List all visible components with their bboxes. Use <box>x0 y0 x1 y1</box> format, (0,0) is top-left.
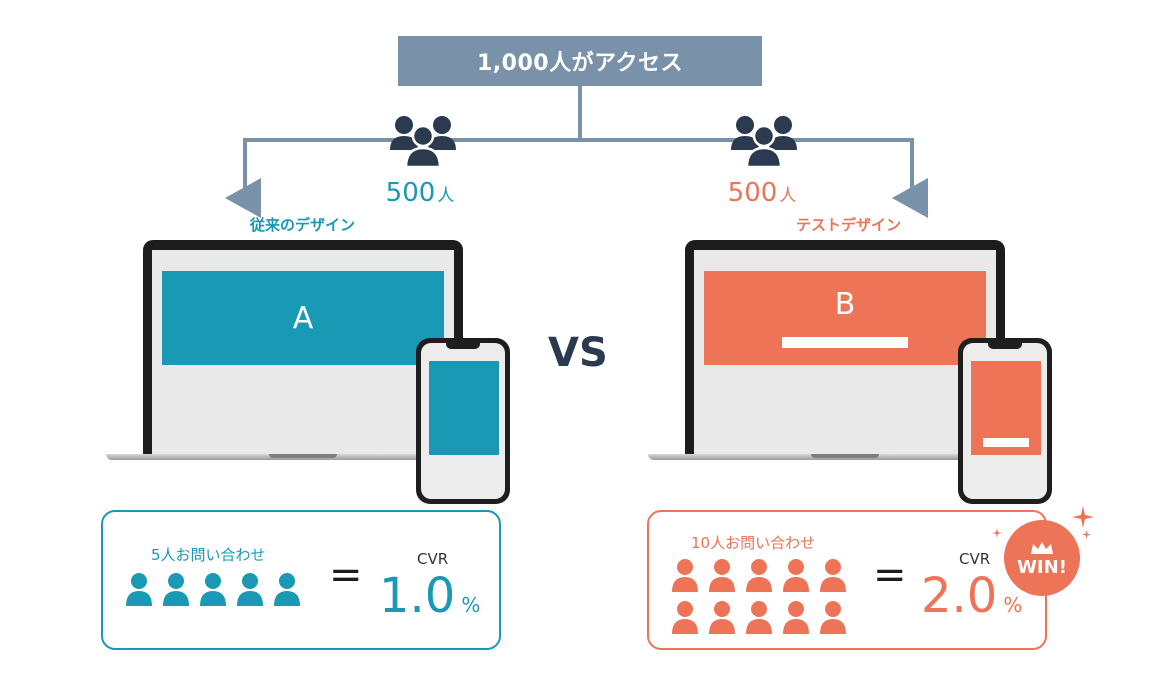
laptop-notch <box>269 454 337 458</box>
person-icon <box>783 601 809 634</box>
phone-a <box>416 338 510 504</box>
laptop-screen: B <box>694 250 996 454</box>
cvr-label-b: CVR <box>959 550 991 568</box>
person-icon <box>746 601 772 634</box>
group-icon <box>390 116 456 168</box>
count-value-a: 500 <box>385 178 436 208</box>
person-icon <box>126 573 152 606</box>
count-unit-a: 人 <box>437 186 455 206</box>
cvr-number-a: 1.0 <box>379 568 456 624</box>
win-label: WIN! <box>1017 556 1067 578</box>
person-icon <box>709 601 735 634</box>
phone-block-a <box>429 361 499 455</box>
cvr-unit-a: % <box>461 593 481 617</box>
phone-cta-bar <box>983 438 1029 447</box>
hero-block-b: B <box>704 271 986 365</box>
laptop-bezel: B <box>685 240 1005 454</box>
person-icon <box>746 559 772 592</box>
result-box-b: 10人お問い合わせ = CVR 2.0% <box>647 510 1047 650</box>
phone-block-b <box>971 361 1041 455</box>
laptop-bezel: A <box>143 240 463 454</box>
cvr-value-b: 2.0% <box>921 568 1022 624</box>
phone-notch <box>988 343 1022 349</box>
person-icon <box>200 573 226 606</box>
inquiries-label-b: 10人お問い合わせ <box>691 534 816 552</box>
phone-b <box>958 338 1052 504</box>
person-icon <box>163 573 189 606</box>
phone-notch <box>446 343 480 349</box>
win-badge: WIN! <box>1004 520 1080 596</box>
crown-icon <box>1031 541 1053 554</box>
person-icon <box>783 559 809 592</box>
equals-sign-a: = <box>329 552 363 598</box>
design-label-a: 従来のデザイン <box>250 216 356 234</box>
sparkle-icon <box>992 528 1002 538</box>
person-icon <box>820 559 846 592</box>
cvr-number-b: 2.0 <box>921 568 998 624</box>
person-icon <box>672 559 698 592</box>
design-label-b: テストデザイン <box>796 216 902 234</box>
count-unit-b: 人 <box>779 186 797 206</box>
sparkle-icon <box>1072 506 1094 528</box>
person-icon <box>820 601 846 634</box>
person-icon <box>274 573 300 606</box>
laptop-notch <box>811 454 879 458</box>
cvr-value-a: 1.0% <box>379 568 480 624</box>
cvr-label-a: CVR <box>417 550 449 568</box>
count-value-b: 500 <box>727 178 778 208</box>
inquiries-label-a: 5人お問い合わせ <box>151 546 266 564</box>
person-icons-a <box>126 573 300 606</box>
person-icon <box>672 601 698 634</box>
cvr-unit-b: % <box>1003 593 1023 617</box>
screen-label-b: B <box>834 286 856 322</box>
person-icons-b <box>672 559 846 634</box>
person-icon <box>237 573 263 606</box>
group-icon <box>731 116 797 168</box>
equals-sign-b: = <box>873 552 907 598</box>
screen-label-a: A <box>292 300 314 336</box>
hero-block-a: A <box>162 271 444 365</box>
cta-bar <box>782 337 908 348</box>
vs-label: VS <box>548 330 608 376</box>
sparkle-icon <box>1082 530 1091 539</box>
phone-screen <box>963 343 1047 499</box>
laptop-screen: A <box>152 250 454 454</box>
total-access-label: 1,000人がアクセス <box>477 51 683 76</box>
result-box-a: 5人お問い合わせ = CVR 1.0% <box>101 510 501 650</box>
person-icon <box>709 559 735 592</box>
total-access-box: 1,000人がアクセス <box>398 36 762 86</box>
phone-screen <box>421 343 505 499</box>
